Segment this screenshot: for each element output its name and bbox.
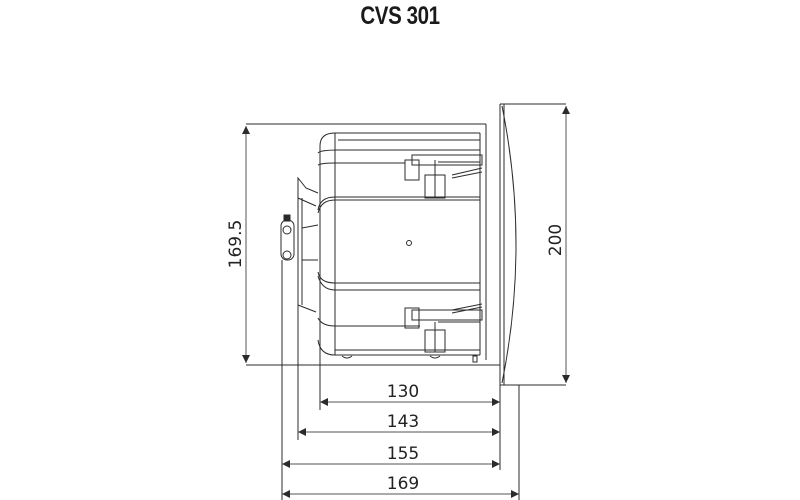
dim-label-169: 169 (387, 474, 419, 494)
dim-label-130: 130 (387, 382, 419, 402)
terminal-cover (297, 176, 319, 313)
dim-label-155: 155 (387, 444, 419, 464)
terminal-connector (280, 214, 295, 261)
top-clamp (404, 154, 483, 199)
drawing-title: CVS 301 (360, 2, 440, 30)
speaker-body (317, 132, 481, 356)
dim-label-200: 200 (546, 224, 566, 256)
bottom-clamp (341, 303, 483, 363)
dim-label-143: 143 (387, 412, 419, 432)
front-grille (499, 103, 566, 500)
dim-label-169-5: 169.5 (226, 220, 246, 269)
